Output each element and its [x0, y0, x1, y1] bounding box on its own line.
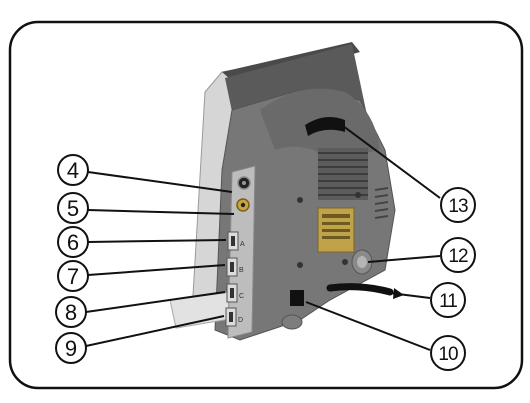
svg-text:12: 12 — [448, 246, 468, 267]
leader-line-5 — [87, 209, 235, 215]
svg-text:11: 11 — [439, 291, 457, 312]
usb-port-b — [226, 257, 238, 277]
usb-port-c — [226, 283, 238, 303]
bottom-foot — [281, 314, 303, 330]
callout-11: 11 — [430, 282, 466, 318]
svg-text:13: 13 — [448, 196, 468, 217]
monitor-illustration: A B C D — [169, 42, 396, 341]
svg-text:8: 8 — [65, 300, 77, 325]
usb-port-c-marking: C — [239, 293, 244, 300]
screw-hole — [297, 197, 303, 203]
svg-text:6: 6 — [67, 230, 79, 255]
usb-port-b-marking: B — [239, 267, 244, 274]
callout-13: 13 — [440, 187, 476, 223]
arrowhead-11 — [393, 288, 404, 299]
callout-7: 7 — [57, 260, 89, 292]
power-cable — [326, 283, 394, 296]
leader-line-9 — [85, 315, 225, 347]
callout-8: 8 — [55, 296, 87, 328]
handle-slot — [305, 116, 345, 136]
leader-line-8 — [85, 291, 226, 313]
leader-line-13 — [334, 119, 441, 199]
callout-12: 12 — [440, 237, 476, 273]
callout-markers: 4 5 6 7 8 9 10 11 — [55, 154, 476, 371]
svg-text:9: 9 — [65, 336, 77, 361]
power-switch — [290, 290, 304, 306]
screw-hole — [355, 192, 361, 198]
usb-port-d-marking: D — [238, 317, 243, 324]
svg-text:5: 5 — [67, 196, 79, 221]
screw-hole — [342, 259, 348, 265]
svg-text:7: 7 — [67, 264, 79, 289]
callout-9: 9 — [55, 332, 87, 364]
leader-line-12 — [367, 255, 441, 263]
screw-hole — [297, 262, 303, 268]
side-vents — [374, 187, 389, 219]
callout-5: 5 — [57, 192, 89, 224]
leader-line-6 — [87, 239, 227, 243]
usb-port-a — [227, 231, 239, 251]
usb-port-d — [225, 307, 237, 327]
callout-10: 10 — [430, 335, 466, 371]
leader-lines — [85, 119, 441, 351]
svg-text:10: 10 — [438, 344, 458, 365]
vent-ribs — [318, 148, 368, 200]
svg-text:4: 4 — [67, 158, 79, 183]
callout-6: 6 — [57, 226, 89, 258]
usb-port-a-marking: A — [240, 241, 245, 248]
leader-line-10 — [305, 301, 431, 351]
callout-4: 4 — [57, 154, 89, 186]
leader-line-7 — [87, 264, 226, 276]
leader-line-4 — [87, 171, 233, 193]
